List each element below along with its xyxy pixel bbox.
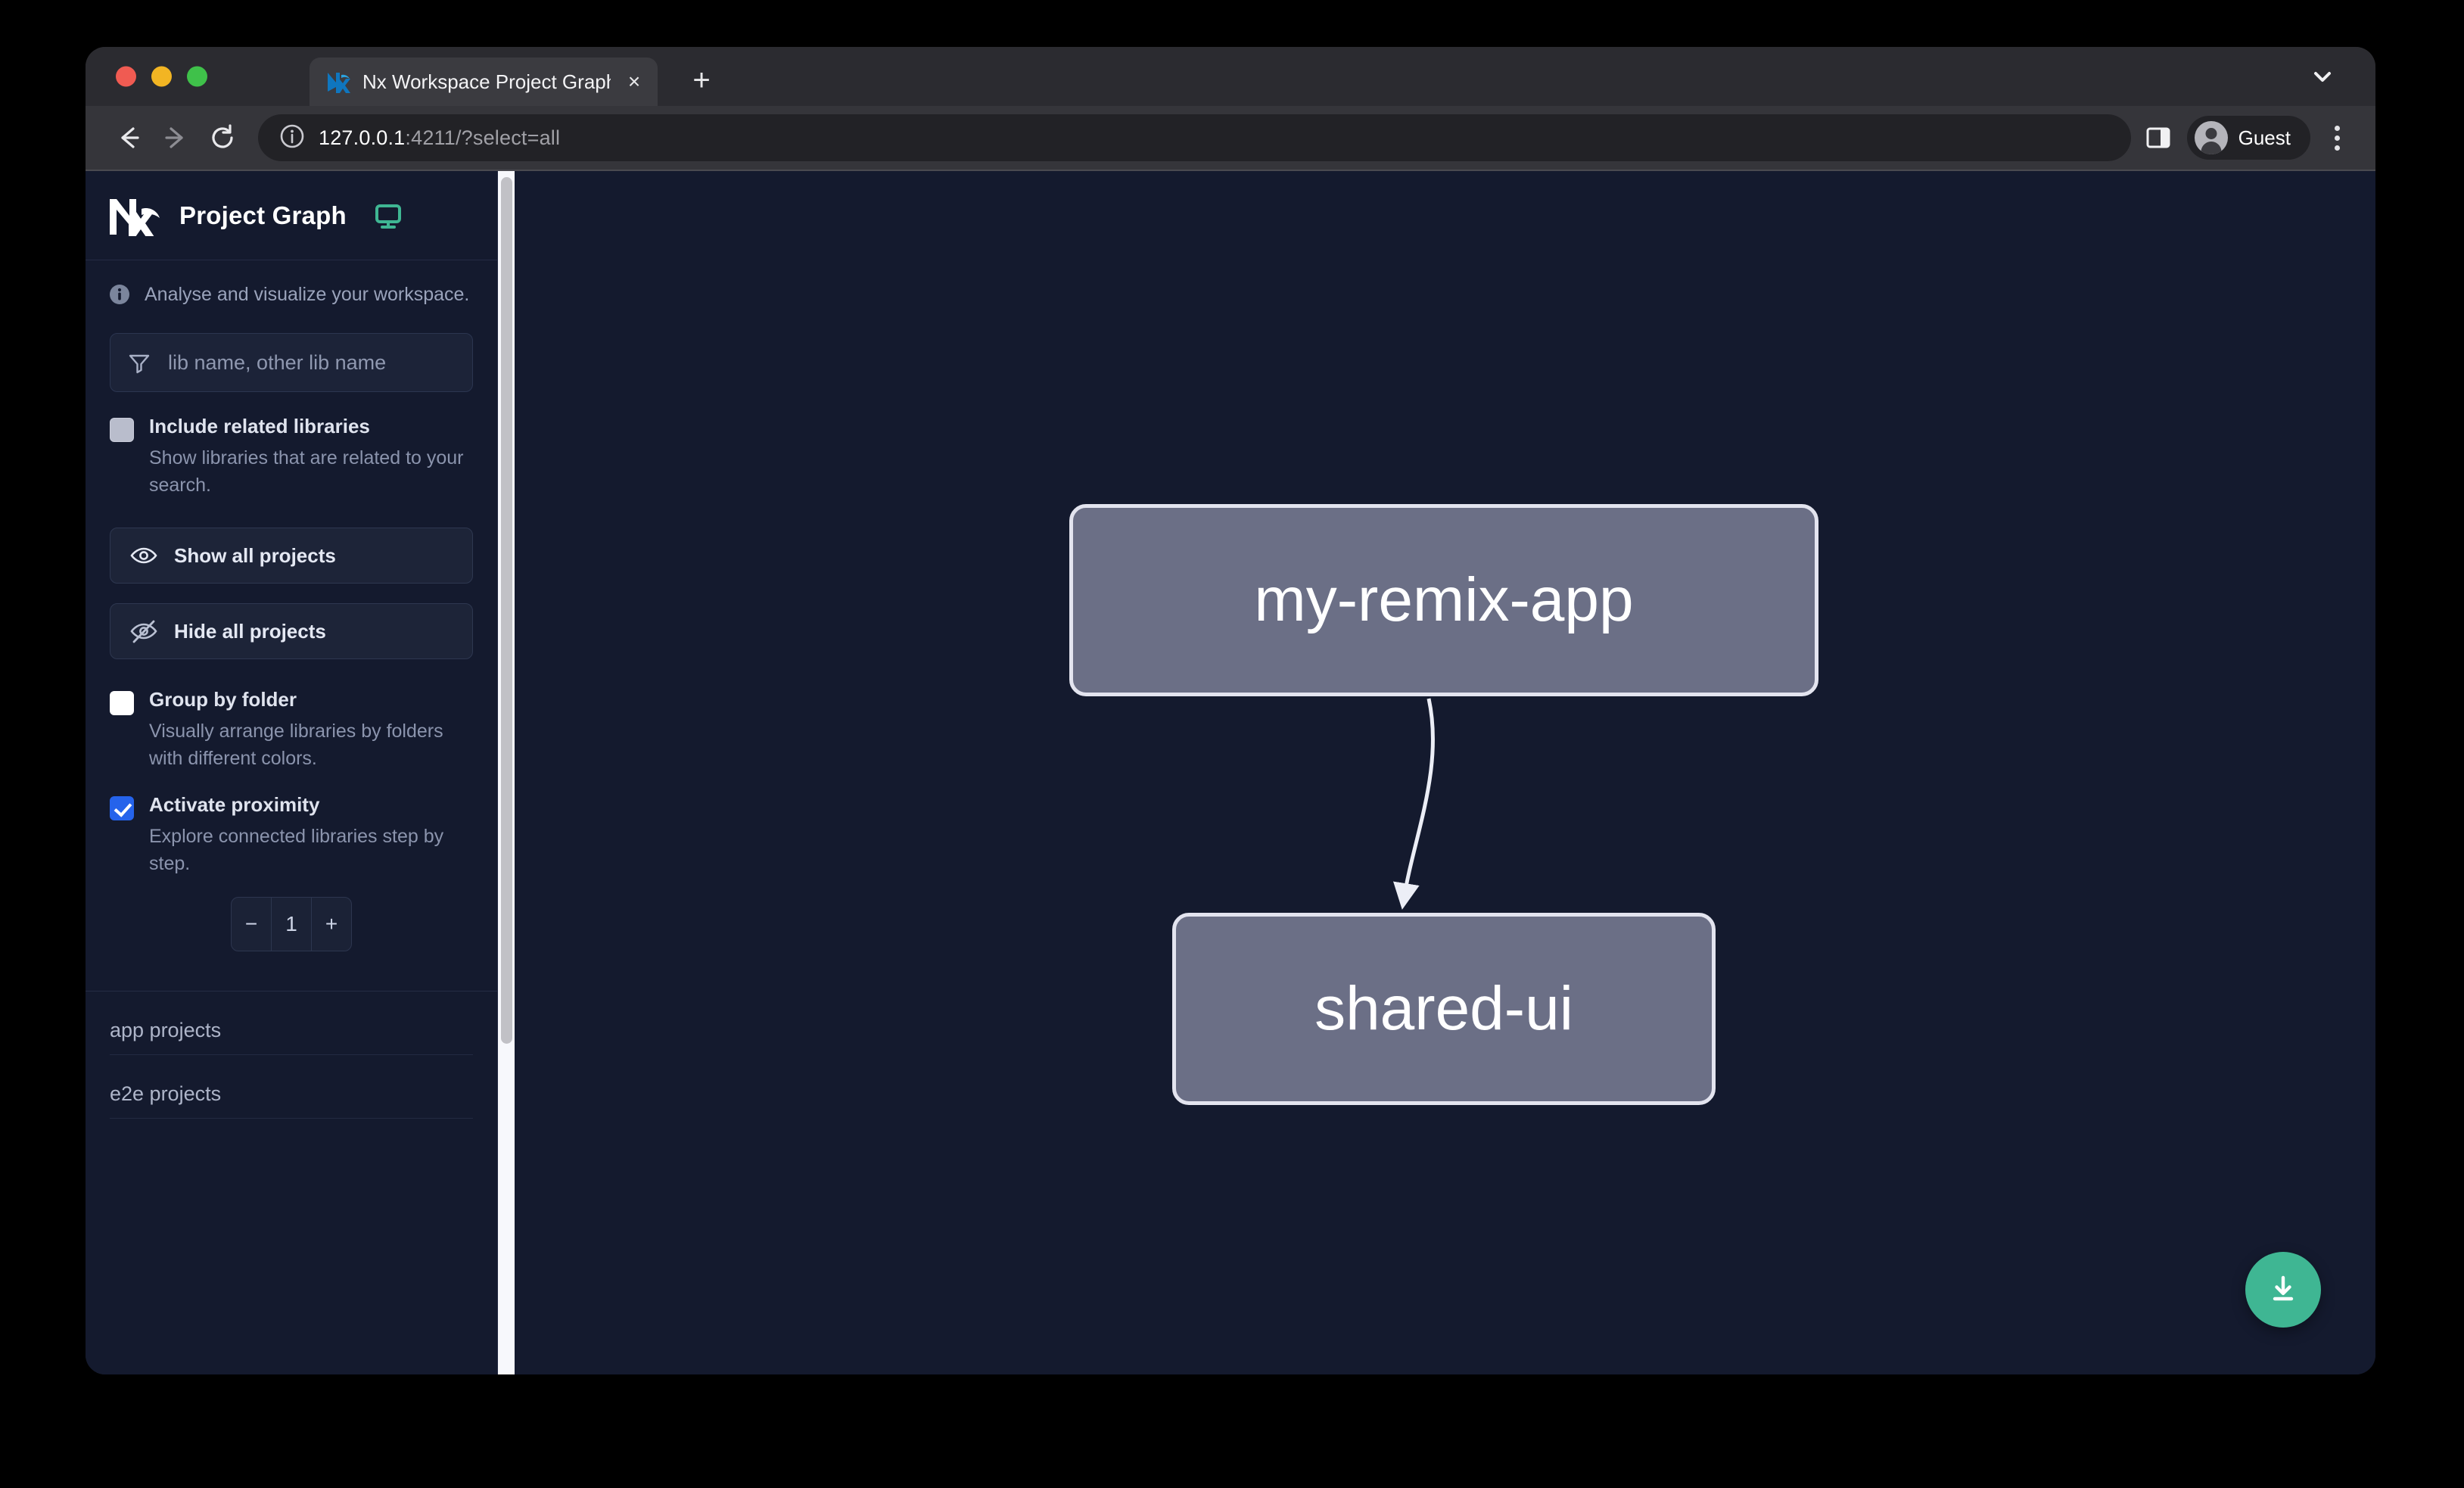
nx-graph-app: Project Graph Analyse and visual	[86, 171, 2375, 1374]
search-input[interactable]	[168, 350, 456, 375]
browser-tab-strip: Nx Workspace Project Graph × +	[86, 47, 2375, 106]
proximity-stepper: − 1 +	[231, 897, 352, 951]
close-icon[interactable]: ×	[627, 70, 641, 93]
nx-favicon-icon	[326, 70, 352, 93]
sidebar-header: Project Graph	[86, 171, 497, 260]
group-e2e-projects[interactable]: e2e projects	[110, 1055, 473, 1119]
search-box[interactable]	[110, 333, 473, 392]
group-app-projects[interactable]: app projects	[110, 991, 473, 1055]
new-tab-button[interactable]: +	[692, 64, 711, 97]
eye-icon	[130, 542, 157, 569]
include-related-libraries-label: Include related libraries	[149, 415, 370, 437]
address-bar-host: 127.0.0.1	[319, 126, 406, 149]
browser-tab[interactable]: Nx Workspace Project Graph ×	[310, 58, 658, 106]
graph-node-label: my-remix-app	[1254, 565, 1634, 634]
download-graph-button[interactable]	[2245, 1252, 2321, 1328]
eye-off-icon	[130, 618, 157, 645]
arrow-right-icon[interactable]	[152, 114, 199, 161]
activate-proximity-label: Activate proximity	[149, 793, 320, 816]
include-related-libraries-description: Show libraries that are related to your …	[149, 447, 464, 496]
nx-logo	[108, 195, 163, 237]
address-bar-url: 127.0.0.1:4211/?select=all	[319, 126, 560, 150]
profile-name: Guest	[2238, 126, 2291, 149]
group-by-folder-checkbox[interactable]	[110, 691, 134, 715]
proximity-increment-button[interactable]: +	[325, 912, 338, 935]
show-all-projects-label: Show all projects	[174, 543, 336, 567]
window-traffic-lights	[116, 66, 207, 87]
close-window-button[interactable]	[116, 66, 136, 87]
project-graph-canvas[interactable]: my-remix-app shared-ui	[515, 171, 2375, 1374]
activate-proximity-checkbox[interactable]	[110, 796, 134, 820]
graph-node-label: shared-ui	[1314, 974, 1573, 1043]
sidebar: Project Graph Analyse and visual	[86, 171, 515, 1374]
minimize-window-button[interactable]	[151, 66, 172, 87]
arrow-left-icon[interactable]	[105, 114, 152, 161]
graph-edges	[1393, 698, 1435, 910]
sidebar-scrollbar-thumb[interactable]	[501, 177, 512, 1044]
hide-all-projects-button[interactable]: Hide all projects	[110, 603, 473, 659]
group-by-folder-description: Visually arrange libraries by folders wi…	[149, 721, 443, 769]
show-all-projects-button[interactable]: Show all projects	[110, 528, 473, 584]
person-avatar-icon	[2194, 121, 2228, 154]
proximity-value: 1	[272, 898, 312, 951]
workspace-hint: Analyse and visualize your workspace.	[86, 260, 497, 306]
group-by-folder-label: Group by folder	[149, 688, 297, 711]
activate-proximity-description: Explore connected libraries step by step…	[149, 826, 444, 874]
browser-tab-title: Nx Workspace Project Graph	[362, 70, 611, 93]
address-bar[interactable]: 127.0.0.1:4211/?select=all	[258, 114, 2131, 161]
option-include-related-libraries: Include related libraries Show libraries…	[86, 392, 497, 499]
chevron-down-icon[interactable]	[2306, 60, 2339, 93]
browser-window: Nx Workspace Project Graph × +	[86, 47, 2375, 1374]
three-dot-menu-icon[interactable]	[2318, 117, 2356, 159]
browser-toolbar: 127.0.0.1:4211/?select=all Guest	[86, 106, 2375, 171]
edge-my-remix-app-to-shared-ui	[1393, 698, 1435, 910]
profile-chip[interactable]: Guest	[2186, 116, 2310, 160]
info-circle-icon[interactable]	[279, 123, 305, 153]
include-related-libraries-checkbox[interactable]	[110, 418, 134, 442]
option-activate-proximity: Activate proximity Explore connected lib…	[86, 772, 497, 951]
maximize-window-button[interactable]	[187, 66, 207, 87]
graph-node-shared-ui[interactable]: shared-ui	[1172, 913, 1716, 1105]
desktop-monitor-icon[interactable]	[374, 201, 403, 230]
proximity-decrement-button[interactable]: −	[232, 898, 272, 951]
address-bar-path: :4211/?select=all	[405, 126, 561, 149]
info-icon	[108, 283, 131, 306]
graph-node-my-remix-app[interactable]: my-remix-app	[1069, 504, 1818, 696]
option-group-by-folder: Group by folder Visually arrange librari…	[86, 659, 497, 772]
workspace-hint-text: Analyse and visualize your workspace.	[145, 283, 470, 305]
sidebar-scrollbar[interactable]	[498, 171, 515, 1374]
filter-funnel-icon	[127, 350, 151, 375]
page-title: Project Graph	[179, 201, 347, 229]
download-icon	[2265, 1270, 2301, 1310]
hide-all-projects-label: Hide all projects	[174, 619, 326, 643]
reload-icon[interactable]	[199, 114, 246, 161]
side-panel-icon[interactable]	[2145, 124, 2172, 151]
